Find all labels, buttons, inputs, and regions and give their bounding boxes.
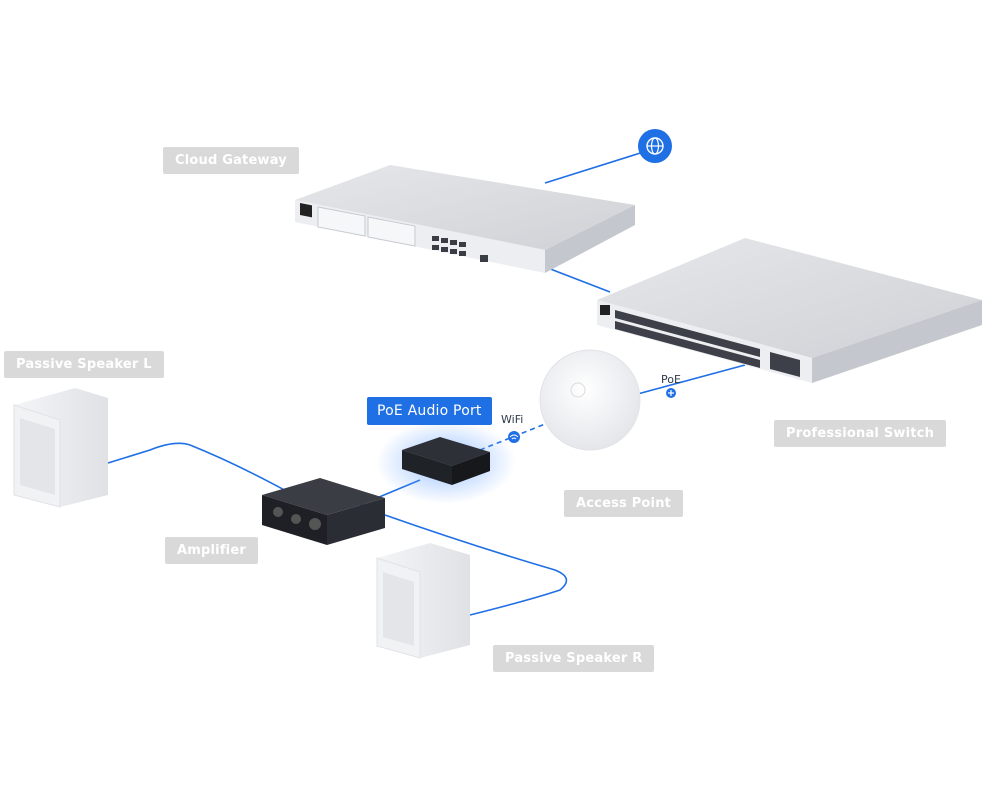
speaker-right-device [376,543,470,659]
amp-speaker-r-link [384,514,568,616]
globe-icon [638,129,672,163]
access-point-label: Access Point [564,490,684,517]
plus-icon [666,388,676,398]
wifi-link-label: WiFi [501,413,524,426]
poe-audio-port-device [376,420,516,504]
amp-speaker-l-link [107,442,291,494]
poe-link-label: PoE [661,373,681,386]
amplifier-device [262,478,385,545]
access-point-device [539,349,641,451]
speaker-right-label: Passive Speaker R [493,645,655,672]
speaker-left-label: Passive Speaker L [4,351,164,378]
speaker-left-device [13,388,108,508]
gateway-ports [432,236,488,262]
cloud-gateway-device [295,165,635,273]
professional-switch-device [597,238,982,383]
cloud-gateway-label: Cloud Gateway [163,147,299,174]
professional-switch-label: Professional Switch [774,420,947,447]
gateway-switch-link [539,264,611,293]
switch-ap-poe-link [629,364,746,397]
switch-ports [615,310,800,377]
wifi-icon [508,431,520,443]
connection-lines [107,149,746,616]
internet-link [544,149,651,184]
poe-audio-port-label: PoE Audio Port [367,397,492,425]
amplifier-label: Amplifier [165,537,258,564]
